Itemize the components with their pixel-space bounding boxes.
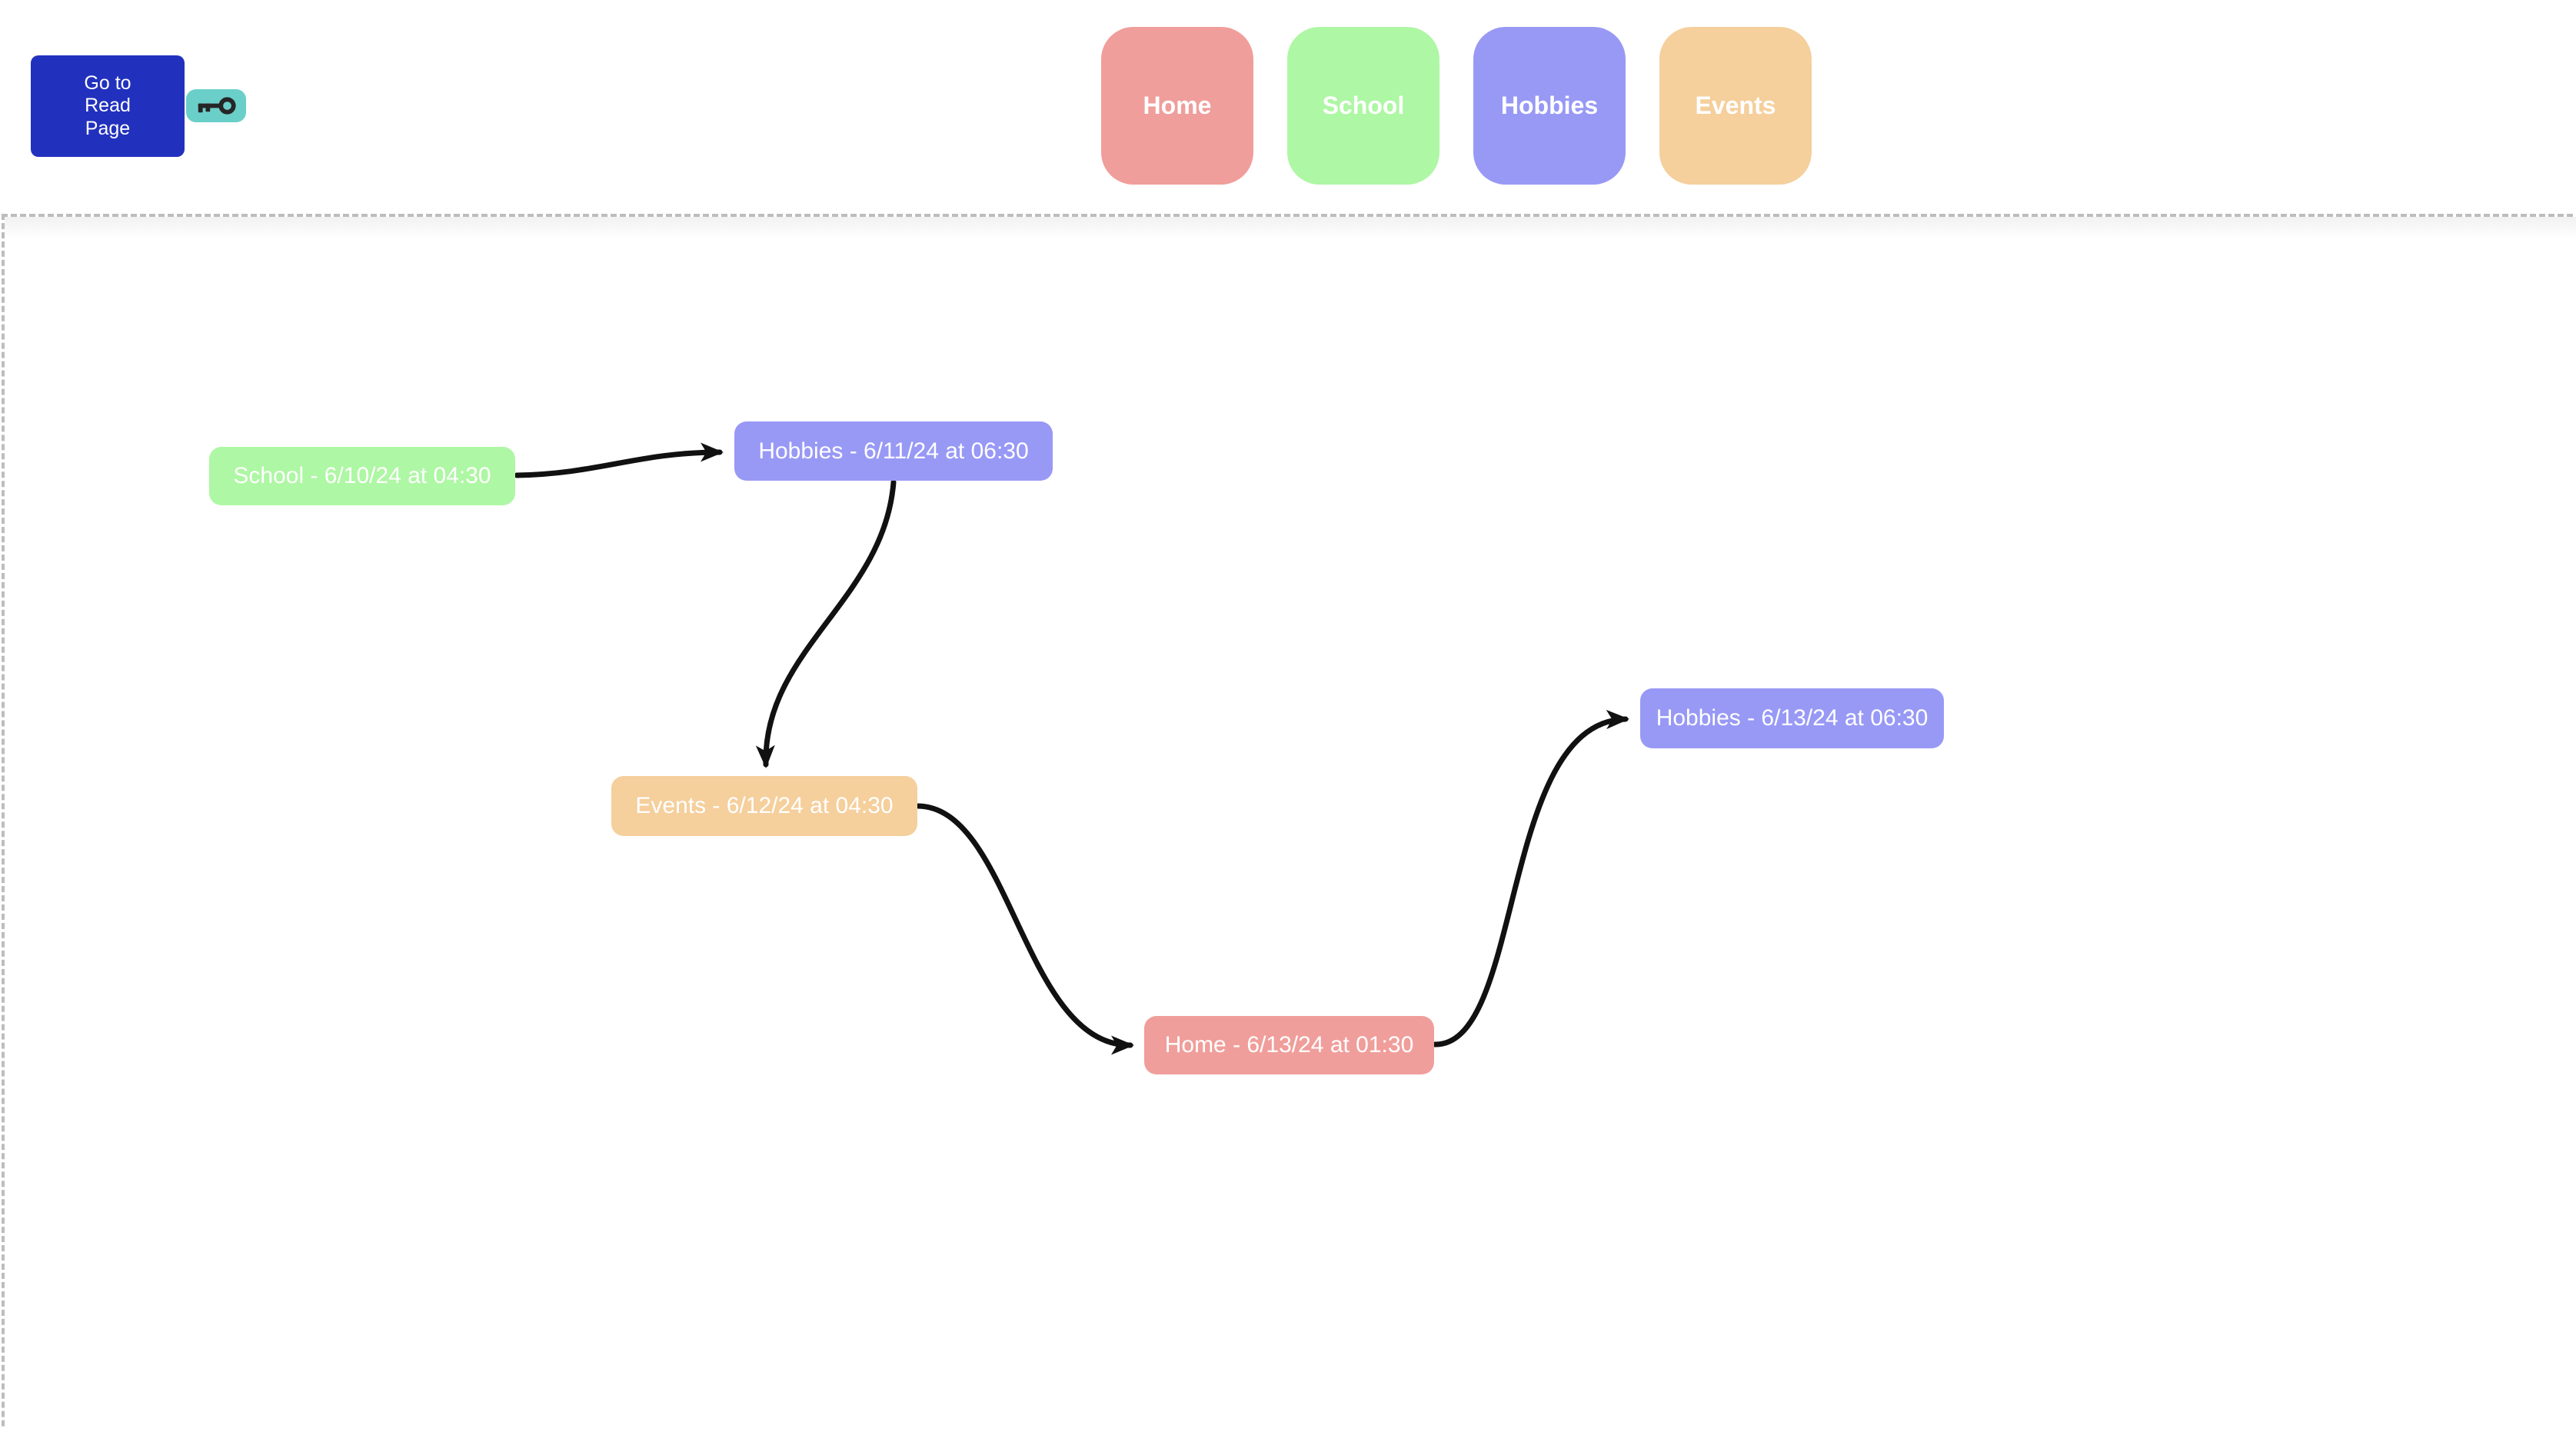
nav-button-school[interactable]: School — [1287, 27, 1439, 185]
nav-button-hobbies[interactable]: Hobbies — [1473, 27, 1626, 185]
go-to-read-page-button[interactable]: Go to Read Page — [31, 55, 185, 157]
nav-button-home[interactable]: Home — [1101, 27, 1253, 185]
graph-node-home-6-13-24[interactable]: Home - 6/13/24 at 01:30 — [1144, 1016, 1434, 1074]
flow-canvas[interactable] — [2, 214, 2576, 1429]
key-badge[interactable] — [186, 89, 246, 122]
nav-button-events[interactable]: Events — [1659, 27, 1812, 185]
graph-node-events-6-12-24[interactable]: Events - 6/12/24 at 04:30 — [611, 776, 917, 836]
graph-node-hobbies-6-11-24[interactable]: Hobbies - 6/11/24 at 06:30 — [734, 421, 1053, 481]
key-icon — [198, 96, 236, 115]
graph-node-school-6-10-24[interactable]: School - 6/10/24 at 04:30 — [209, 447, 515, 505]
graph-node-hobbies-6-13-24[interactable]: Hobbies - 6/13/24 at 06:30 — [1640, 688, 1944, 748]
